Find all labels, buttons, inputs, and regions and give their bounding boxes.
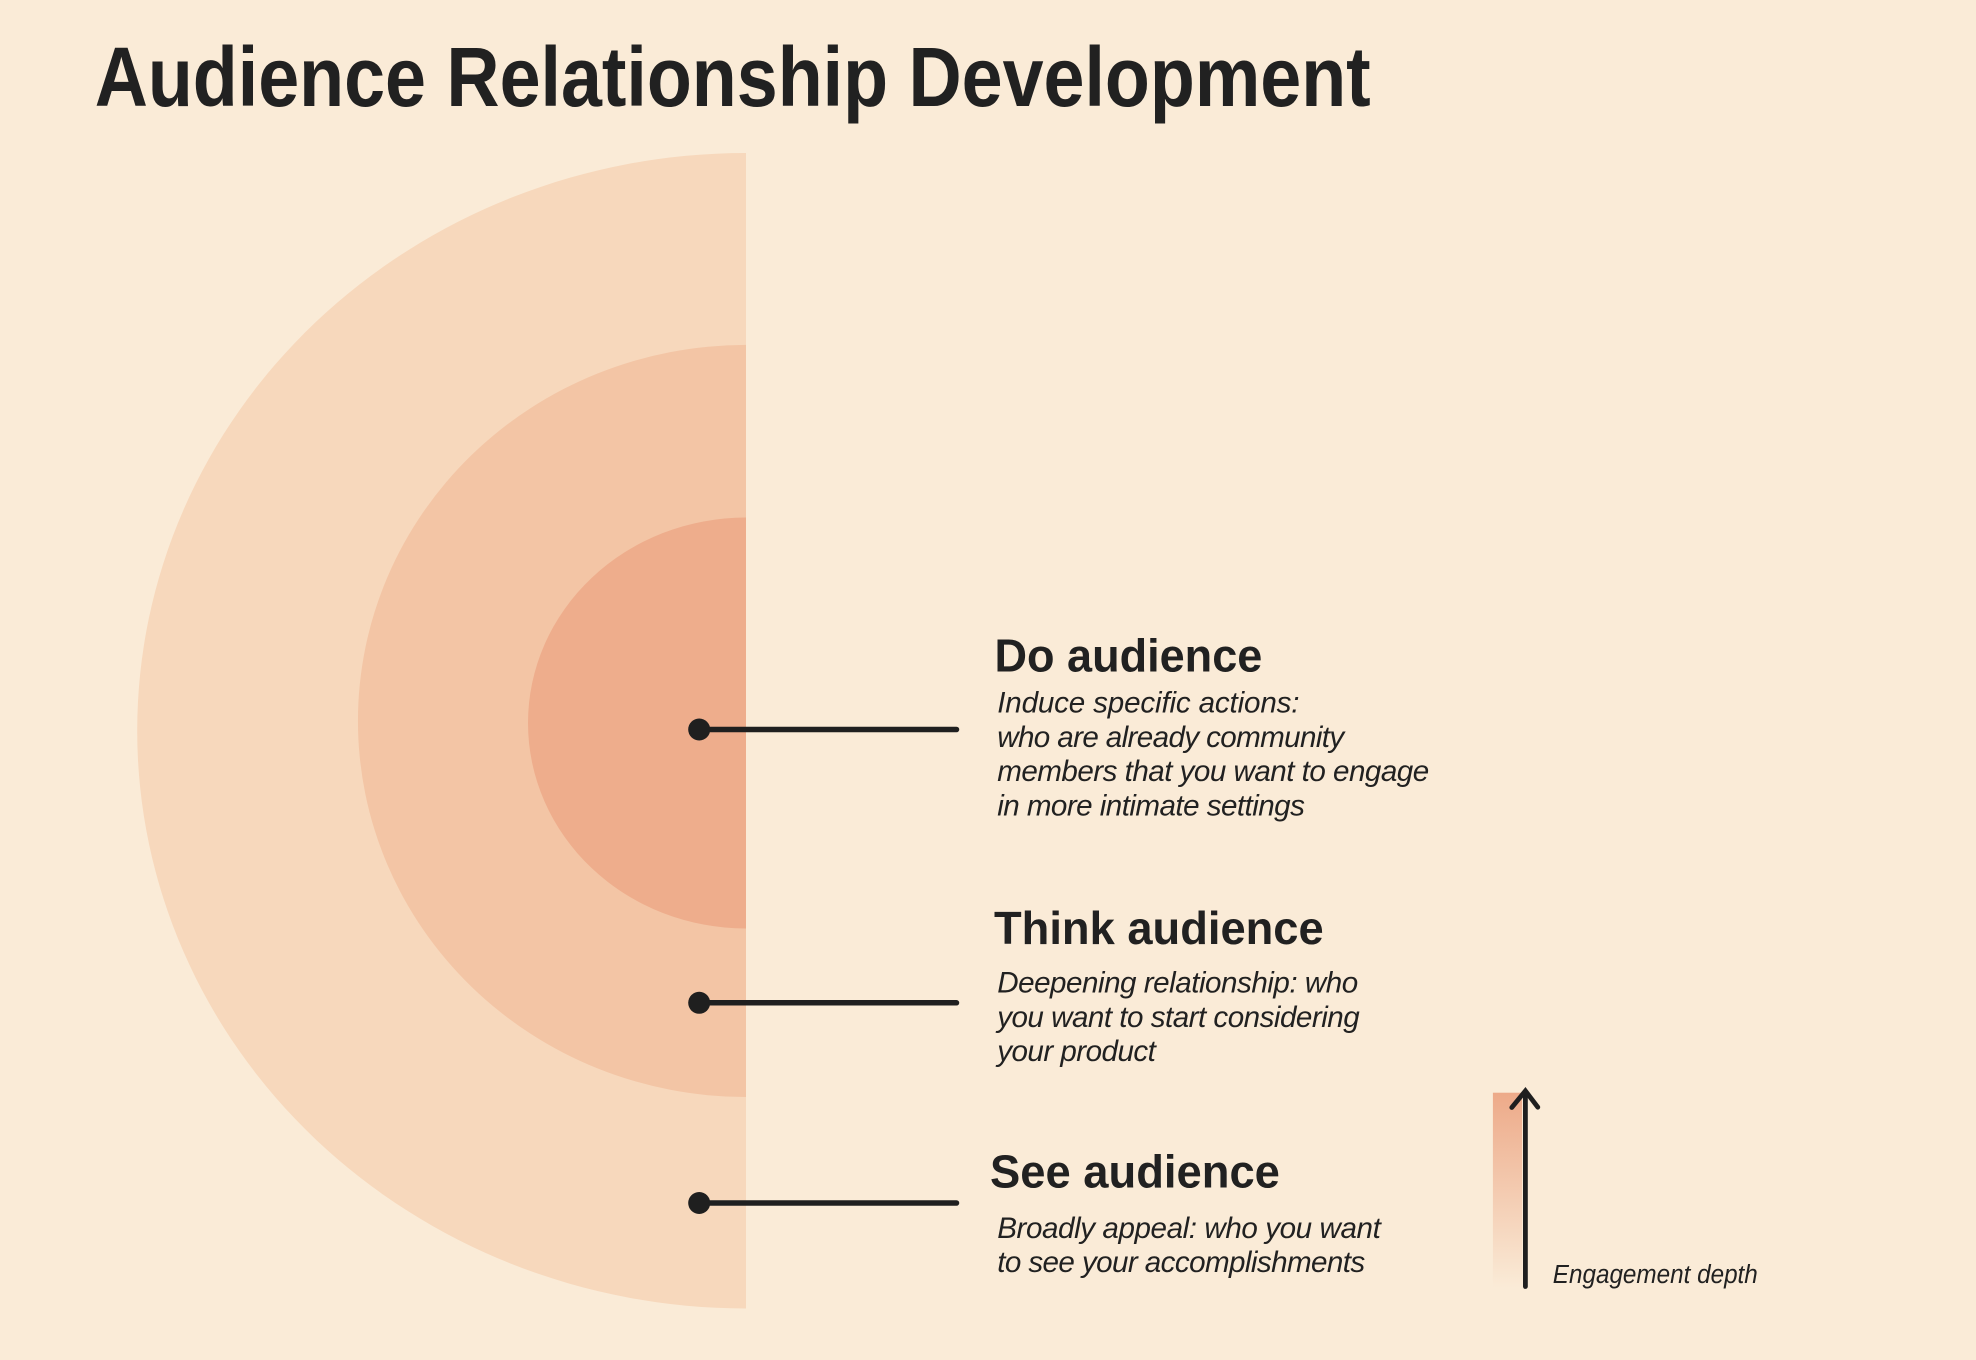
svg-text:Induce specific actions:: Induce specific actions: xyxy=(997,687,1299,720)
svg-text:who are already community: who are already community xyxy=(997,721,1346,754)
svg-text:your product: your product xyxy=(995,1035,1157,1068)
svg-text:Think audience: Think audience xyxy=(994,902,1324,954)
svg-text:Do audience: Do audience xyxy=(995,629,1263,681)
svg-text:See audience: See audience xyxy=(990,1145,1280,1197)
svg-text:Engagement depth: Engagement depth xyxy=(1553,1261,1758,1289)
svg-text:Audience Relationship Developm: Audience Relationship Development xyxy=(95,30,1371,124)
svg-text:to see your accomplishments: to see your accomplishments xyxy=(997,1246,1365,1279)
svg-text:you want to start considering: you want to start considering xyxy=(995,1001,1360,1034)
svg-text:members that you want to engag: members that you want to engage xyxy=(997,755,1429,788)
svg-text:Deepening relationship: who: Deepening relationship: who xyxy=(997,967,1358,1000)
svg-text:Broadly appeal: who you want: Broadly appeal: who you want xyxy=(997,1212,1382,1245)
svg-text:in more intimate settings: in more intimate settings xyxy=(997,790,1305,823)
